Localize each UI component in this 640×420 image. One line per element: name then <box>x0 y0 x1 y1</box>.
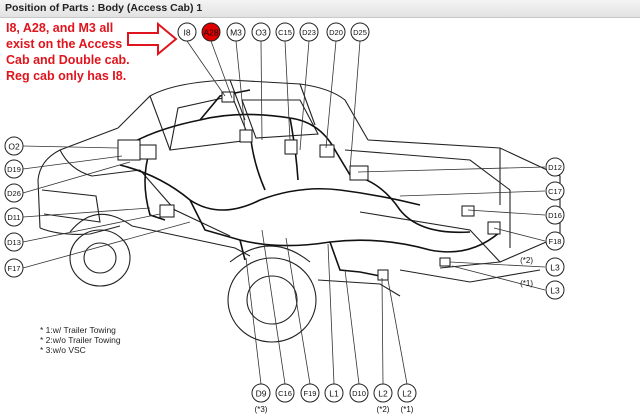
legend-item: * 3:w/o VSC <box>40 345 86 355</box>
connector-M3: M3 <box>226 22 246 42</box>
connector-label: D13 <box>7 238 21 247</box>
connector-label: D19 <box>7 165 21 174</box>
connector-label: O2 <box>8 142 20 152</box>
annotation-note: I8, A28, and M3 all exist on the Access … <box>6 21 130 83</box>
connector-label: L2 <box>402 389 412 399</box>
connector-label: D12 <box>548 163 562 172</box>
connector-C17: C17 <box>545 181 565 201</box>
connector-D16: D16 <box>545 205 565 225</box>
legend-item: * 1:w/ Trailer Towing <box>40 325 116 335</box>
connector-label: D20 <box>329 28 343 37</box>
footnote-mark: (*2) <box>520 256 533 265</box>
connector-label: M3 <box>230 28 242 38</box>
connector-D9: D9 <box>251 383 271 403</box>
connector-label: A28 <box>203 28 218 38</box>
connector-C16: C16 <box>275 383 295 403</box>
footnote-mark: (*1) <box>401 405 414 414</box>
connector-label: L2 <box>378 389 388 399</box>
connector-label: O3 <box>255 28 267 38</box>
connector-label: F17 <box>8 264 21 273</box>
connector-label: C15 <box>278 28 292 37</box>
connector-F19: F19 <box>300 383 320 403</box>
connector-label: D10 <box>352 389 366 398</box>
connector-L3-a: L3 <box>545 257 565 277</box>
connector-label: L3 <box>550 263 560 273</box>
connector-F17: F17 <box>4 258 24 278</box>
highlight-marker <box>201 22 221 42</box>
connector-D13: D13 <box>4 232 24 252</box>
footnote-legend: * 1:w/ Trailer Towing * 2:w/o Trailer To… <box>40 325 121 355</box>
connector-C15: C15 <box>275 22 295 42</box>
connector-A28: A28 <box>201 22 221 42</box>
connector-label: D9 <box>256 389 267 399</box>
connector-O2: O2 <box>4 136 24 156</box>
connector-label: I8 <box>183 28 190 38</box>
connector-L3-b: L3 <box>545 280 565 300</box>
connector-D12: D12 <box>545 157 565 177</box>
connector-L2-a: L2 <box>373 383 393 403</box>
connector-label: C16 <box>278 389 292 398</box>
connector-label: F18 <box>549 237 562 246</box>
connector-D26: D26 <box>4 183 24 203</box>
footnote-mark: (*1) <box>520 279 533 288</box>
title-bar: Position of Parts : Body (Access Cab) 1 <box>0 0 640 18</box>
connector-D25: D25 <box>350 22 370 42</box>
leader-lines <box>22 40 546 385</box>
connector-label: D16 <box>548 211 562 220</box>
connector-plugs <box>117 91 501 281</box>
connector-O3: O3 <box>251 22 271 42</box>
connector-D20: D20 <box>326 22 346 42</box>
window-title: Position of Parts : Body (Access Cab) 1 <box>5 2 203 14</box>
arrow-icon <box>127 21 178 57</box>
truck-body-outline <box>37 79 561 343</box>
footnote-mark: (*2) <box>377 405 390 414</box>
connector-label: D23 <box>302 28 316 37</box>
connector-L2-b: L2 <box>397 383 417 403</box>
connector-L1: L1 <box>324 383 344 403</box>
connector-label: L1 <box>329 389 339 399</box>
connector-label: D26 <box>7 189 21 198</box>
legend-item: * 2:w/o Trailer Towing <box>40 335 121 345</box>
connector-label: D11 <box>7 213 20 222</box>
connector-F18: F18 <box>545 231 565 251</box>
connector-D23: D23 <box>299 22 319 42</box>
connector-label: C17 <box>548 187 562 196</box>
connector-label: D25 <box>353 28 367 37</box>
connector-label: F19 <box>304 389 317 398</box>
connector-label: L3 <box>550 286 560 296</box>
connector-D11: D11 <box>4 207 24 227</box>
connector-D10: D10 <box>349 383 369 403</box>
connector-I8: I8 <box>177 22 197 42</box>
footnote-mark: (*3) <box>255 405 268 414</box>
connector-D19: D19 <box>4 159 24 179</box>
